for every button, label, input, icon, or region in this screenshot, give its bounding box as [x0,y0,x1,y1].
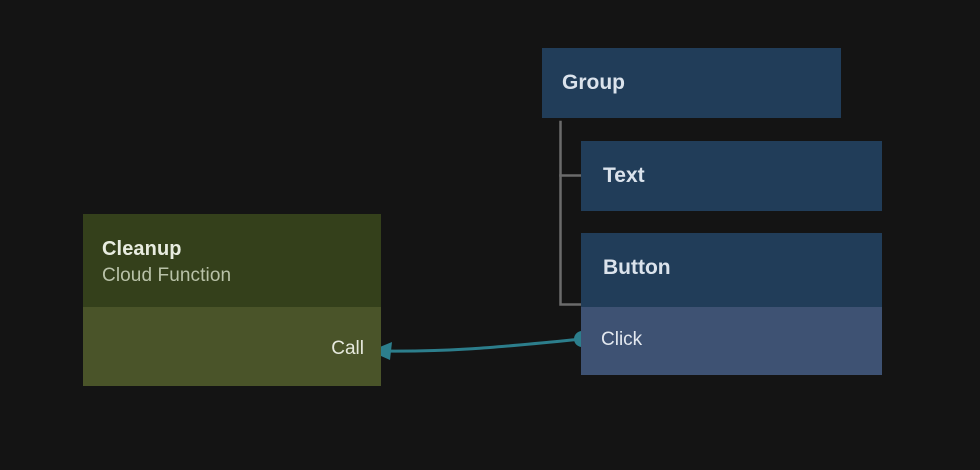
edge-click-to-call-line [375,337,584,353]
node-button[interactable]: Button Click [581,233,882,375]
node-text-title: Text [603,164,645,187]
port-call-label: Call [331,338,364,359]
node-button-title: Button [603,256,671,279]
tree-trunk-line [559,120,582,306]
node-cleanup[interactable]: Cleanup Cloud Function Call [83,214,381,386]
port-click-label: Click [601,329,643,350]
node-group-title: Group [562,71,625,94]
node-cleanup-port-call[interactable]: Call [83,307,381,386]
node-text[interactable]: Text [581,141,882,211]
node-button-port-click[interactable]: Click [581,307,882,375]
node-button-header[interactable]: Button [581,233,882,307]
node-cleanup-header[interactable]: Cleanup Cloud Function [83,214,381,307]
node-cleanup-title: Cleanup [102,238,182,260]
node-group[interactable]: Group [542,48,841,118]
node-cleanup-subtitle: Cloud Function [102,265,232,286]
